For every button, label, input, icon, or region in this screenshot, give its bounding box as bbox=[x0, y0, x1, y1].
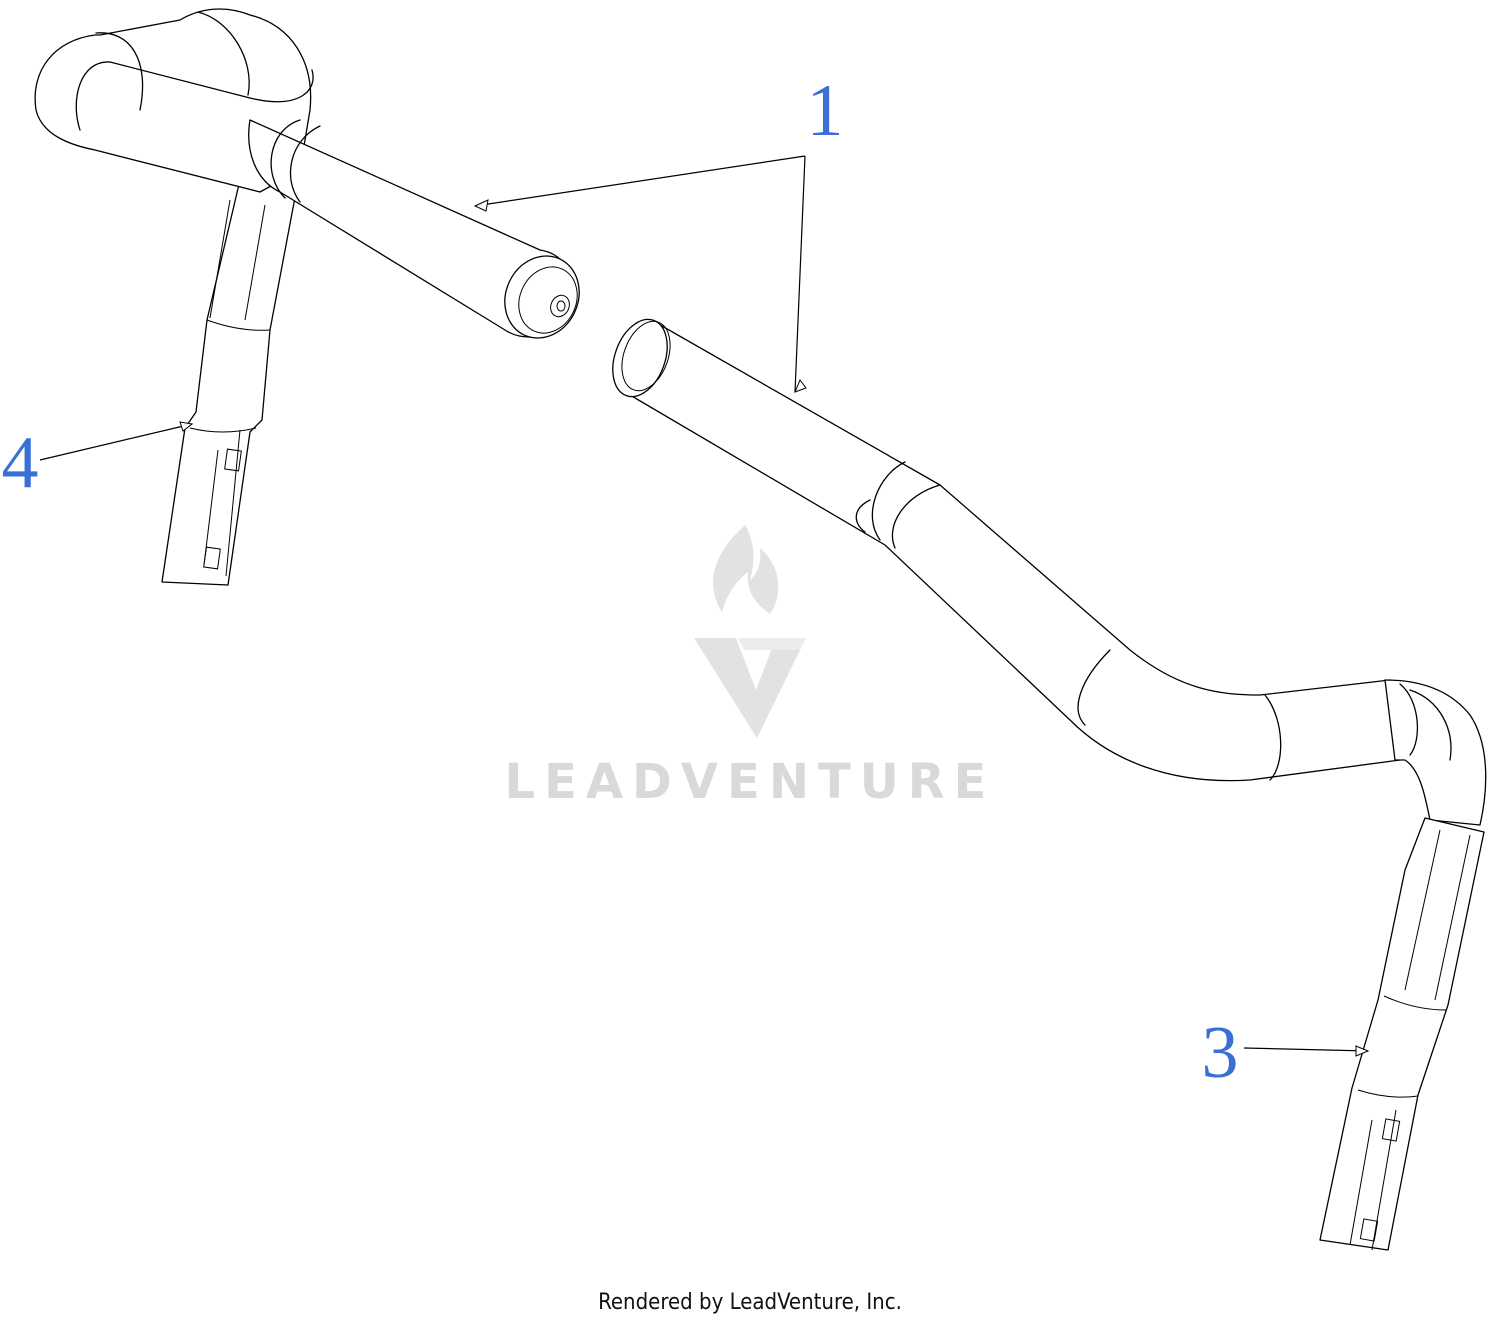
callout-label-3: 3 bbox=[1202, 1012, 1239, 1094]
callout-label-1: 1 bbox=[807, 70, 844, 152]
callout-1-leaders bbox=[473, 155, 807, 393]
watermark-logo: LEADVENTURE bbox=[505, 525, 996, 810]
render-credit: Rendered by LeadVenture, Inc. bbox=[598, 1290, 902, 1315]
watermark-text: LEADVENTURE bbox=[505, 754, 996, 810]
callout-4-leader bbox=[39, 421, 194, 461]
callout-3-leader bbox=[1243, 1045, 1370, 1057]
left-handle-assembly bbox=[34, 8, 580, 586]
right-handle-assembly bbox=[612, 318, 1487, 1251]
callout-label-4: 4 bbox=[2, 422, 39, 504]
flame-v-logo-icon bbox=[694, 525, 806, 738]
